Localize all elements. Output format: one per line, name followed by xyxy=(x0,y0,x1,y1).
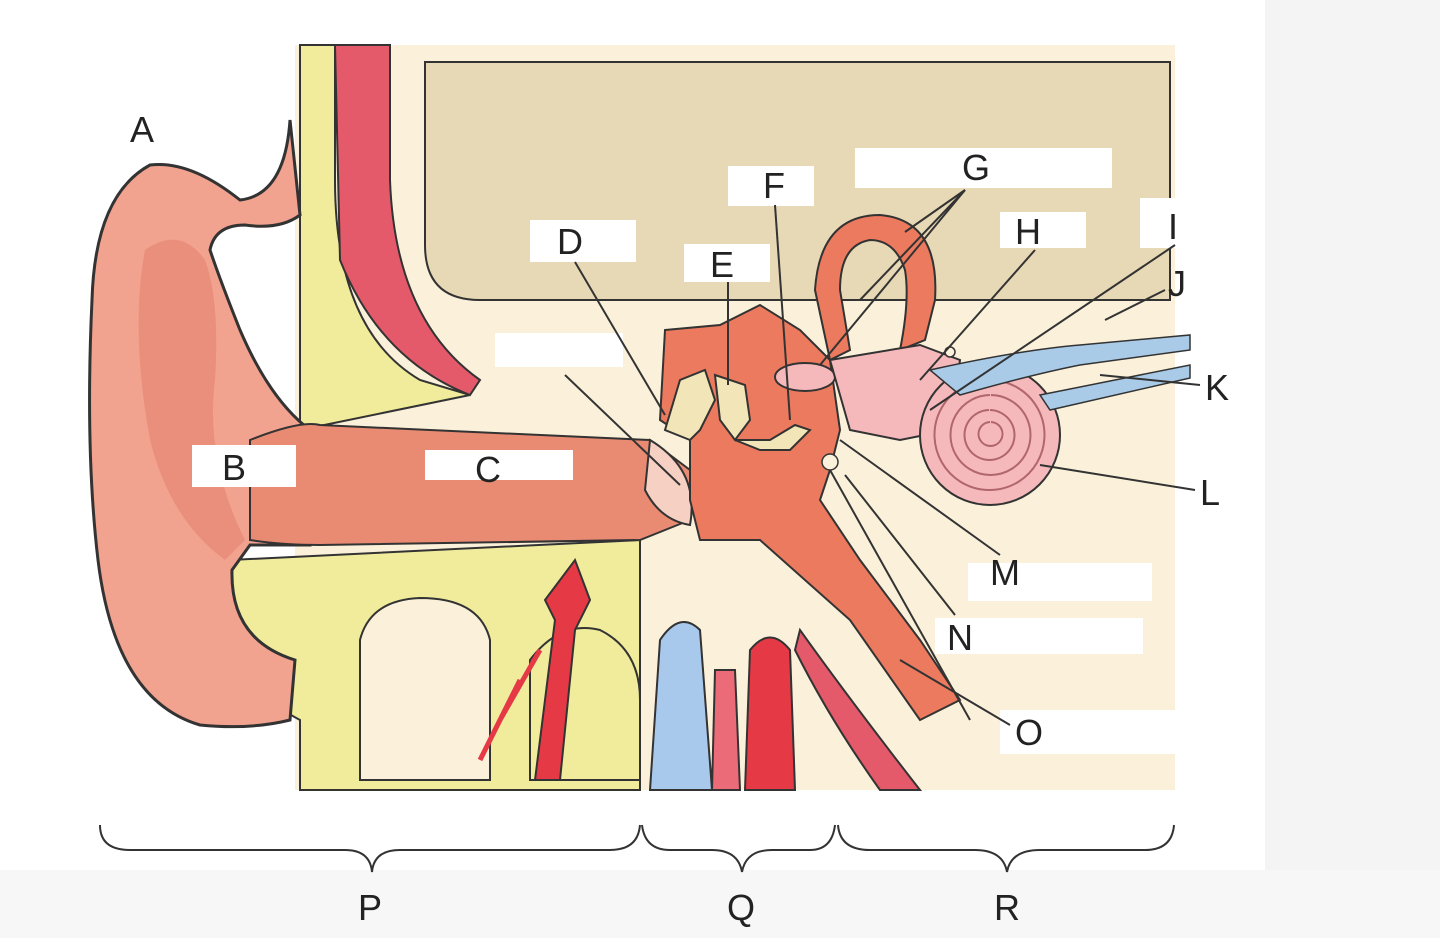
background-strip xyxy=(0,870,1440,938)
leader-lines xyxy=(564,189,1201,726)
upper-cartilage xyxy=(299,44,471,432)
semicircular-canal-loop xyxy=(774,362,836,392)
outer-ear-brace xyxy=(99,824,641,873)
answer-box-c[interactable] xyxy=(425,450,573,480)
answer-box-g[interactable] xyxy=(855,148,1112,188)
answer-box-e[interactable] xyxy=(684,244,770,282)
bone-cavity xyxy=(359,596,491,781)
upper-muscle xyxy=(333,44,482,397)
answer-box-f[interactable] xyxy=(728,166,814,206)
label-k: K xyxy=(1205,367,1229,408)
answer-box-b[interactable] xyxy=(192,445,296,487)
label-m: M xyxy=(990,552,1020,593)
small-vessel xyxy=(710,669,742,791)
vestibular-nerve xyxy=(928,334,1191,396)
answer-box-n[interactable] xyxy=(935,618,1143,654)
answer-boxes xyxy=(192,148,1250,754)
carotid-artery xyxy=(743,636,797,791)
label-r: R xyxy=(994,887,1020,928)
label-l: L xyxy=(1200,472,1220,513)
label-j: J xyxy=(1168,263,1186,304)
malleus xyxy=(663,368,717,442)
lower-muscle xyxy=(793,627,923,791)
label-f: F xyxy=(763,165,785,206)
vein xyxy=(648,621,714,791)
eardrum xyxy=(643,438,693,527)
ear-canal xyxy=(249,423,691,547)
stapes xyxy=(734,423,812,451)
label-c: C xyxy=(475,449,501,490)
label-i: I xyxy=(1168,206,1178,247)
label-p: P xyxy=(358,887,382,928)
round-window xyxy=(821,453,839,471)
inner-ear-brace xyxy=(837,824,1175,873)
label-a: A xyxy=(130,109,154,150)
label-q: Q xyxy=(727,887,755,928)
cochlear-nerve xyxy=(1038,364,1191,411)
answer-box-d[interactable] xyxy=(530,220,636,262)
label-g: G xyxy=(962,147,990,188)
answer-box-m[interactable] xyxy=(968,563,1152,601)
background-panel xyxy=(1265,0,1440,938)
oval-window xyxy=(944,346,956,358)
label-h: H xyxy=(1015,211,1041,252)
cochlea-spiral xyxy=(933,379,1046,491)
artery xyxy=(533,557,592,781)
answer-box-h[interactable] xyxy=(1000,212,1086,248)
answer-box-o[interactable] xyxy=(1000,710,1195,754)
label-b: B xyxy=(222,447,246,488)
label-n: N xyxy=(947,617,973,658)
answer-box-i[interactable] xyxy=(1140,198,1250,248)
incus xyxy=(713,373,752,442)
eustachian-tube-outline xyxy=(829,469,971,721)
labels: A B C D E F G H I J K L M N O P Q R xyxy=(130,109,1229,928)
label-e: E xyxy=(710,244,734,285)
answer-box-blank[interactable] xyxy=(495,333,623,367)
label-d: D xyxy=(557,221,583,262)
artery-branches xyxy=(477,648,543,762)
middle-ear-brace xyxy=(641,824,836,873)
label-o: O xyxy=(1015,712,1043,753)
